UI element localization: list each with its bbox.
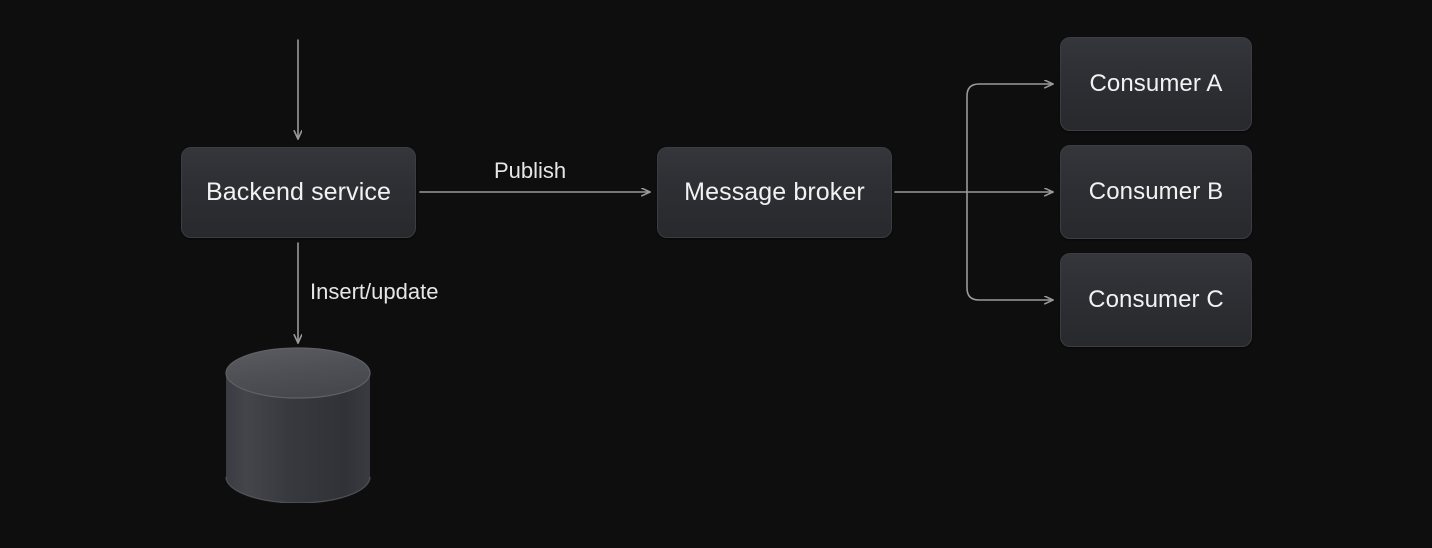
node-consumer-a-label: Consumer A (1089, 70, 1223, 97)
node-database-cylinder[interactable] (224, 347, 372, 503)
node-consumer-a[interactable]: Consumer A (1060, 37, 1252, 131)
node-backend-service[interactable]: Backend service (181, 147, 416, 238)
edge-broker-to-consumer-a (966, 84, 1053, 193)
node-backend-service-label: Backend service (206, 178, 391, 206)
database-body (226, 373, 370, 503)
node-consumer-c-label: Consumer C (1088, 286, 1224, 313)
database-bottom-rim (225, 476, 371, 503)
node-message-broker-label: Message broker (684, 178, 865, 206)
edge-label-insert-update: Insert/update (310, 279, 439, 304)
node-message-broker[interactable]: Message broker (657, 147, 892, 238)
node-consumer-c[interactable]: Consumer C (1060, 253, 1252, 347)
node-consumer-b[interactable]: Consumer B (1060, 145, 1252, 239)
node-consumer-b-label: Consumer B (1088, 178, 1224, 205)
edge-label-publish: Publish (494, 158, 567, 183)
edge-broker-to-consumer-c (966, 191, 1053, 300)
database-top (225, 347, 371, 399)
